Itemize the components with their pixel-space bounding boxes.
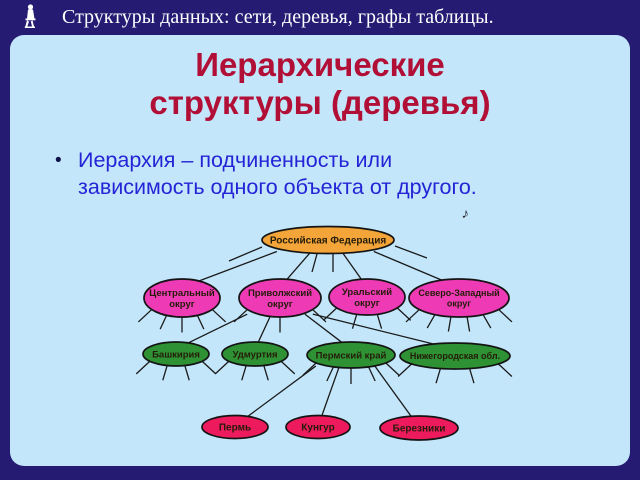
tree-node-label: Кунгур bbox=[301, 423, 334, 434]
tree-leg bbox=[396, 306, 412, 321]
tree-edge bbox=[341, 251, 364, 283]
tree-node-shape bbox=[408, 278, 510, 318]
tree-node-perm: Пермский край bbox=[306, 341, 396, 369]
tree-stub bbox=[311, 253, 318, 273]
tree-leg bbox=[466, 315, 471, 332]
tree-leg bbox=[326, 365, 335, 382]
tree-edge bbox=[374, 365, 413, 419]
tree-node-bash: Башкирия bbox=[142, 341, 210, 367]
tree-leg bbox=[262, 364, 269, 381]
tree-leg bbox=[481, 313, 492, 329]
tree-node-shape bbox=[399, 342, 511, 370]
tree-edge bbox=[312, 313, 438, 346]
tree-node-shape bbox=[285, 414, 351, 440]
tree-leg bbox=[233, 308, 249, 323]
tree-node-shape bbox=[379, 415, 459, 441]
tree-leg bbox=[159, 313, 168, 330]
tree-node-label: Пермь bbox=[219, 423, 251, 434]
bullet-text: Иерархия – подчиненность или зависимость… bbox=[78, 147, 477, 201]
tree-node-shape bbox=[328, 278, 406, 316]
tree-node-shape bbox=[238, 278, 322, 318]
tree-leg bbox=[280, 360, 296, 375]
tree-node-permc: Пермь bbox=[201, 414, 269, 440]
slide-title-line-1: Иерархические bbox=[195, 46, 445, 83]
tree-leg bbox=[241, 364, 248, 381]
slide-title: Иерархические структуры (деревья) bbox=[10, 46, 630, 122]
tree-edge bbox=[373, 250, 447, 283]
tree-leg bbox=[497, 363, 513, 377]
tree-node-label: Пермский край bbox=[316, 350, 387, 361]
tree-node-udm: Удмуртия bbox=[221, 341, 289, 367]
tree-edge bbox=[256, 313, 272, 345]
bullet-line-2: зависимость одного объекта от другого. bbox=[78, 175, 477, 199]
header-bar: Структуры данных: сети, деревья, графы т… bbox=[0, 0, 640, 34]
tree-node-shape bbox=[143, 278, 221, 318]
tree-node-shape bbox=[306, 341, 396, 369]
tree-node-nizh: Нижегородская обл. bbox=[399, 342, 511, 370]
tree-leg bbox=[201, 360, 217, 375]
bullet-line-1: Иерархия – подчиненность или bbox=[78, 148, 393, 172]
tree-leg bbox=[397, 363, 413, 377]
tree-leg bbox=[435, 367, 442, 384]
tree-leg bbox=[162, 364, 169, 381]
tree-leg bbox=[376, 312, 383, 329]
tree-edge bbox=[196, 250, 278, 283]
tree-leg bbox=[302, 362, 318, 376]
tree-leg bbox=[497, 308, 513, 323]
tree-leg bbox=[468, 367, 475, 384]
tree-node-label: Березники bbox=[393, 424, 446, 435]
tree-leg bbox=[135, 360, 151, 375]
tree-leg bbox=[211, 308, 227, 323]
tree-leg bbox=[196, 313, 205, 330]
tree-leg bbox=[384, 362, 400, 376]
tree-leg bbox=[137, 308, 153, 323]
tree-node-label: Российская Федерация bbox=[270, 236, 387, 247]
tree-node-shape bbox=[261, 225, 395, 255]
tree-node-label: Нижегородская обл. bbox=[410, 351, 500, 361]
tree-edge bbox=[304, 313, 345, 345]
tree-leg bbox=[405, 308, 421, 323]
slide-title-line-2: структуры (деревья) bbox=[149, 84, 491, 121]
tree-node-shape bbox=[201, 414, 269, 440]
tree-leg bbox=[426, 313, 437, 329]
tree-node-kun: Кунгур bbox=[285, 414, 351, 440]
tree-leg bbox=[351, 312, 358, 329]
tree-leg bbox=[447, 315, 452, 332]
tree-edge bbox=[284, 251, 312, 283]
bullet-item: • Иерархия – подчиненность или зависимос… bbox=[55, 147, 477, 201]
tree-node-ber: Березники bbox=[379, 415, 459, 441]
tree-leg bbox=[322, 306, 338, 321]
tree-leg bbox=[183, 364, 190, 381]
statue-icon bbox=[24, 4, 36, 28]
tree-node-shape bbox=[221, 341, 289, 367]
tree-edge bbox=[320, 365, 341, 418]
tree-node-label: Башкирия bbox=[152, 349, 200, 360]
tree-stub bbox=[394, 245, 428, 259]
tree-node-shape bbox=[142, 341, 210, 367]
bullet-marker: • bbox=[55, 150, 62, 171]
tree-stub bbox=[228, 246, 263, 262]
tree-node-label: Удмуртия bbox=[232, 349, 277, 360]
header-title: Структуры данных: сети, деревья, графы т… bbox=[62, 5, 494, 28]
tree-leg bbox=[214, 360, 230, 375]
tree-leg bbox=[367, 365, 376, 382]
tree-node-rf: Российская Федерация bbox=[261, 225, 395, 255]
